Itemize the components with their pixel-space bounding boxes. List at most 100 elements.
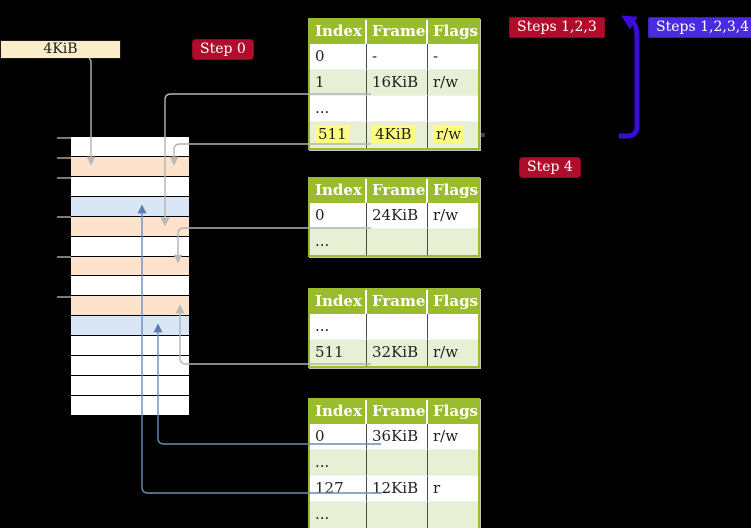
- table-cell: [367, 229, 428, 255]
- table-cell: 12KiB: [367, 476, 428, 502]
- column-header-flags: Flags: [433, 402, 478, 420]
- table-cell: 0: [310, 44, 367, 70]
- address-tick: [57, 137, 71, 139]
- table-row: 0--: [310, 44, 478, 70]
- table-cell: 511: [310, 340, 367, 366]
- table-cell: 24KiB: [367, 203, 428, 229]
- table-cell: r: [428, 476, 478, 502]
- table-cell: ...: [310, 314, 367, 340]
- table-cell: r/w: [428, 203, 478, 229]
- address-tick: [57, 157, 71, 159]
- badge-step-4: Step 4: [519, 157, 581, 178]
- badge-steps-1-2-3-4-label: Steps 1,2,3,4: [656, 19, 750, 35]
- highlighted-value: 511: [315, 125, 350, 143]
- memory-frame-row-11-white: [71, 336, 189, 357]
- table-cell: [428, 229, 478, 255]
- table-cell: r/w: [428, 340, 478, 366]
- table-cell: 16KiB: [367, 70, 428, 96]
- table-cell: -: [428, 44, 478, 70]
- table-cell: r/w: [428, 122, 478, 148]
- address-tick: [57, 296, 71, 298]
- memory-frame-row-2-peach: [71, 156, 189, 177]
- badge-step-4-label: Step 4: [527, 159, 573, 175]
- memory-frame-row-10-blue: [71, 316, 189, 337]
- physical-memory-map: [71, 137, 189, 415]
- table-cell: ...: [310, 229, 367, 255]
- column-header-index: Index: [310, 400, 367, 424]
- table-row: ...: [310, 502, 478, 528]
- table-cell: 1: [310, 70, 367, 96]
- table-cell: [428, 450, 478, 476]
- frame-address-label-box: 4KiB: [0, 40, 121, 59]
- table-cell: [367, 96, 428, 122]
- memory-frame-row-8-white: [71, 276, 189, 297]
- memory-frame-row-13-white: [71, 376, 189, 396]
- table-cell: [428, 502, 478, 528]
- address-tick: [57, 256, 71, 258]
- recursive-loop-arrow-icon: [619, 15, 640, 139]
- table-cell: [428, 314, 478, 340]
- table-row: 511 4KiB r/w: [310, 122, 478, 148]
- table-cell: [367, 450, 428, 476]
- table-cell: ...: [310, 502, 367, 528]
- column-header-index: Index: [310, 20, 367, 44]
- column-header-flags: Flags: [433, 292, 478, 310]
- memory-frame-row-12-white: [71, 356, 189, 377]
- highlighted-value: r/w: [433, 125, 465, 143]
- memory-frame-row-3-white: [71, 176, 189, 197]
- table-cell: [367, 502, 428, 528]
- column-header-flags: Flags: [433, 22, 478, 40]
- memory-frame-row-1-white: [71, 137, 189, 157]
- column-header-flags: Flags: [433, 181, 478, 199]
- table-edge-dash: [481, 133, 485, 137]
- badge-steps-1-2-3: Steps 1,2,3: [509, 17, 605, 38]
- table-cell: ...: [310, 450, 367, 476]
- table-cell: 0: [310, 424, 367, 450]
- table-row: ...: [310, 229, 478, 255]
- table-cell: [367, 314, 428, 340]
- table-cell: -: [367, 44, 428, 70]
- memory-frame-row-14-white: [71, 395, 189, 415]
- table-cell: 36KiB: [367, 424, 428, 450]
- memory-frame-row-7-peach: [71, 256, 189, 277]
- column-header-frame: Frame: [367, 20, 428, 44]
- column-header-index: Index: [310, 179, 367, 203]
- memory-frame-row-4-blue: [71, 196, 189, 217]
- address-tick: [57, 177, 71, 179]
- badge-step-0: Step 0: [192, 39, 254, 60]
- table-cell: 32KiB: [367, 340, 428, 366]
- column-header-index: Index: [310, 290, 367, 314]
- badge-steps-1-2-3-4: Steps 1,2,3,4: [648, 17, 751, 38]
- memory-frame-row-6-white: [71, 236, 189, 257]
- table-cell: [428, 96, 478, 122]
- table-cell: r/w: [428, 70, 478, 96]
- highlighted-value: 4KiB: [372, 125, 415, 143]
- address-tick: [57, 216, 71, 218]
- frame-address-label: 4KiB: [43, 41, 78, 57]
- memory-frame-row-9-peach: [71, 296, 189, 317]
- table-cell: r/w: [428, 424, 478, 450]
- table-cell: 127: [310, 476, 367, 502]
- column-header-frame: Frame: [367, 290, 428, 314]
- badge-step-0-label: Step 0: [200, 41, 246, 57]
- memory-frame-row-5-peach: [71, 216, 189, 237]
- badge-steps-1-2-3-label: Steps 1,2,3: [517, 19, 597, 35]
- table-cell: ...: [310, 96, 367, 122]
- table-cell: 0: [310, 203, 367, 229]
- table-row: ...: [310, 96, 478, 122]
- table-cell: 4KiB: [367, 122, 428, 148]
- column-header-frame: Frame: [367, 400, 428, 424]
